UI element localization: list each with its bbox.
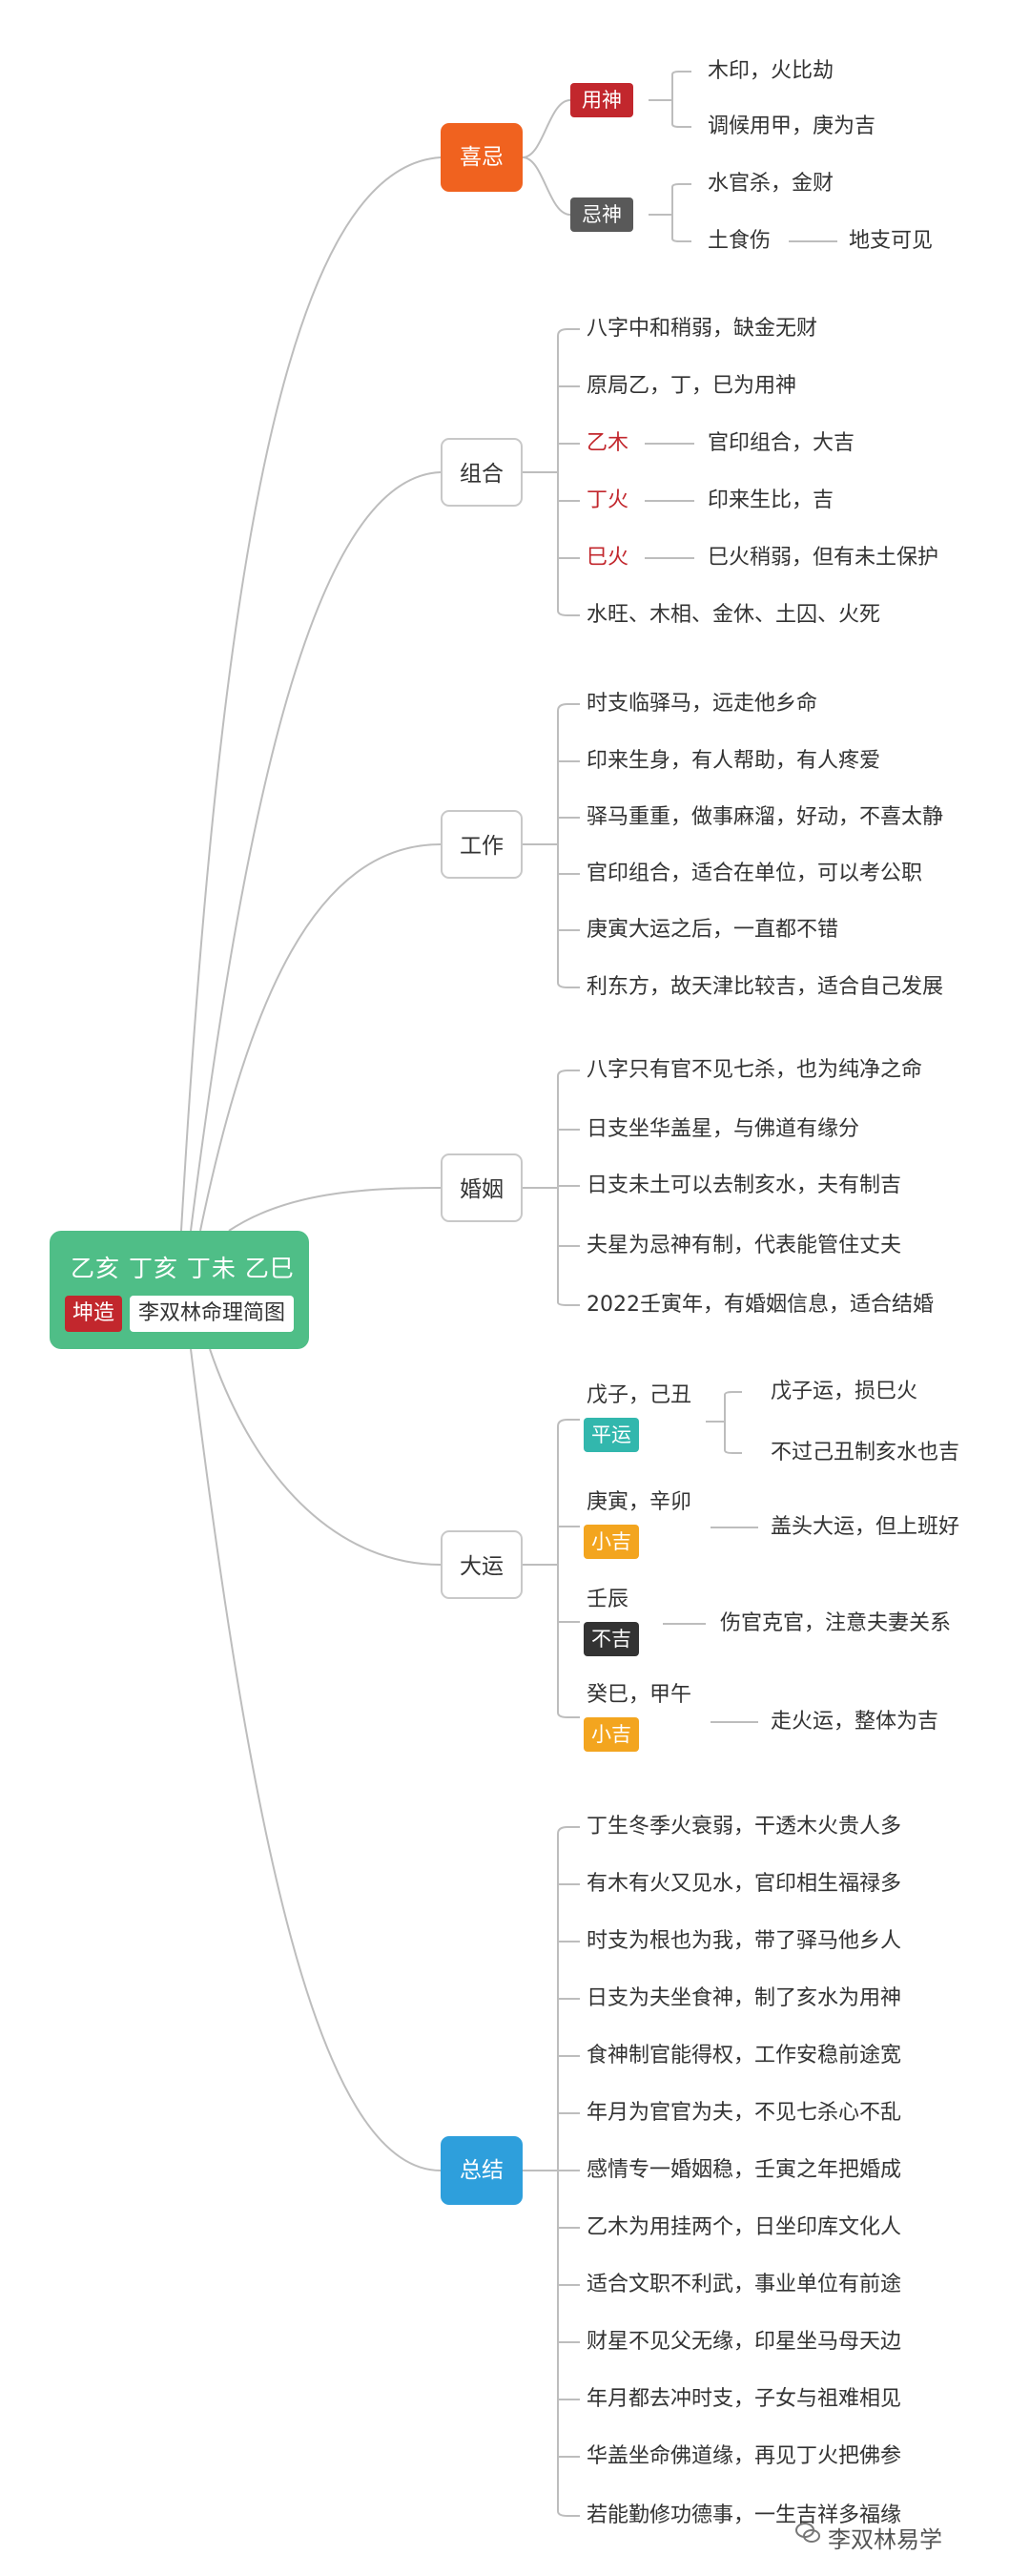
jishen-tag[interactable]: 忌神 bbox=[570, 197, 633, 232]
zuhe-pair-key-3: 巳火 bbox=[587, 546, 629, 570]
root-tag: 坤造 bbox=[65, 1296, 123, 1332]
zuhe-pair-value-1: 官印组合，大吉 bbox=[708, 431, 855, 455]
watermark-text: 李双林易学 bbox=[828, 2526, 942, 2553]
yongshen-item-2: 调候用甲，庚为吉 bbox=[708, 114, 876, 138]
zuhe-item-last: 水旺、木相、金休、土囚、火死 bbox=[587, 603, 881, 627]
zongjie-item: 年月都去冲时支，子女与祖难相见 bbox=[587, 2387, 902, 2411]
dayun-detail: 走火运，整体为吉 bbox=[771, 1710, 939, 1734]
branch-hunyin[interactable]: 婚姻 bbox=[441, 1153, 523, 1222]
zongjie-item: 财星不见父无缘，印星坐马母天边 bbox=[587, 2330, 902, 2354]
dayun-tag: 平运 bbox=[584, 1418, 639, 1452]
zuhe-pair-key-1: 乙木 bbox=[587, 431, 629, 455]
dayun-tag: 不吉 bbox=[584, 1622, 639, 1656]
zongjie-item: 食神制官能得权，工作安稳前途宽 bbox=[587, 2044, 902, 2067]
zongjie-item: 适合文职不利武，事业单位有前途 bbox=[587, 2273, 902, 2296]
hunyin-item: 日支坐华盖星，与佛道有缘分 bbox=[587, 1117, 860, 1141]
zuhe-item-1: 八字中和稍弱，缺金无财 bbox=[587, 317, 818, 341]
gongzuo-item: 庚寅大运之后，一直都不错 bbox=[587, 918, 839, 942]
zongjie-item: 时支为根也为我，带了驿马他乡人 bbox=[587, 1929, 902, 1953]
gongzuo-item: 时支临驿马，远走他乡命 bbox=[587, 692, 818, 716]
gongzuo-item: 驿马重重，做事麻溜，好动，不喜太静 bbox=[587, 805, 944, 829]
zongjie-item: 乙木为用挂两个，日坐印库文化人 bbox=[587, 2215, 902, 2239]
jishen-item-1: 水官杀，金财 bbox=[708, 172, 834, 196]
branch-zuhe[interactable]: 组合 bbox=[441, 438, 523, 507]
dayun-detail: 戊子运，损巳火 bbox=[771, 1380, 918, 1403]
branch-xiji[interactable]: 喜忌 bbox=[441, 123, 523, 192]
jishen-note: 地支可见 bbox=[849, 229, 934, 253]
zongjie-item: 华盖坐命佛道缘，再见丁火把佛参 bbox=[587, 2444, 902, 2468]
zongjie-item: 感情专一婚姻稳，壬寅之年把婚成 bbox=[587, 2158, 902, 2182]
gongzuo-item: 印来生身，有人帮助，有人疼爱 bbox=[587, 749, 881, 773]
branch-gongzuo[interactable]: 工作 bbox=[441, 810, 523, 879]
branch-zongjie[interactable]: 总结 bbox=[441, 2136, 523, 2205]
hunyin-item: 2022壬寅年，有婚姻信息，适合结婚 bbox=[587, 1293, 934, 1317]
dayun-period-name: 癸巳，甲午 bbox=[587, 1683, 692, 1707]
dayun-period-name: 戊子，己丑 bbox=[587, 1383, 692, 1407]
dayun-period-name: 庚寅，辛卯 bbox=[587, 1490, 692, 1514]
jishen-item-2: 土食伤 bbox=[708, 229, 772, 253]
root-subtitle: 李双林命理简图 bbox=[130, 1296, 295, 1332]
dayun-period-name: 壬辰 bbox=[587, 1588, 629, 1611]
yongshen-item-1: 木印，火比劫 bbox=[708, 59, 834, 83]
zongjie-item: 日支为夫坐食神，制了亥水为用神 bbox=[587, 1986, 902, 2010]
zuhe-item-2: 原局乙，丁，巳为用神 bbox=[587, 374, 797, 398]
gongzuo-item: 官印组合，适合在单位，可以考公职 bbox=[587, 862, 923, 885]
zuhe-pair-value-2: 印来生比，吉 bbox=[708, 488, 834, 512]
zuhe-pair-value-3: 巳火稍弱，但有未土保护 bbox=[708, 546, 939, 570]
yongshen-tag[interactable]: 用神 bbox=[570, 83, 633, 117]
dayun-detail: 伤官克官，注意夫妻关系 bbox=[720, 1611, 952, 1635]
gongzuo-item: 利东方，故天津比较吉，适合自己发展 bbox=[587, 975, 944, 999]
branch-dayun[interactable]: 大运 bbox=[441, 1530, 523, 1599]
hunyin-item: 八字只有官不见七杀，也为纯净之命 bbox=[587, 1058, 923, 1082]
dayun-detail: 盖头大运，但上班好 bbox=[771, 1515, 960, 1539]
root-node[interactable]: 乙亥 丁亥 丁未 乙巳 坤造 李双林命理简图 bbox=[50, 1231, 309, 1349]
zongjie-item: 有木有火又见水，官印相生福禄多 bbox=[587, 1872, 902, 1896]
dayun-detail: 不过己丑制亥水也吉 bbox=[771, 1441, 960, 1465]
dayun-tag: 小吉 bbox=[584, 1717, 639, 1752]
dayun-tag: 小吉 bbox=[584, 1525, 639, 1559]
wechat-icon bbox=[795, 2523, 820, 2543]
root-title: 乙亥 丁亥 丁未 乙巳 bbox=[71, 1255, 295, 1282]
hunyin-item: 日支未土可以去制亥水，夫有制吉 bbox=[587, 1174, 902, 1197]
zongjie-item: 丁生冬季火衰弱，干透木火贵人多 bbox=[587, 1815, 902, 1839]
zuhe-pair-key-2: 丁火 bbox=[587, 488, 629, 512]
zongjie-item: 若能勤修功德事，一生吉祥多福缘 bbox=[587, 2503, 902, 2527]
hunyin-item: 夫星为忌神有制，代表能管住丈夫 bbox=[587, 1234, 902, 1257]
zongjie-item: 年月为官官为夫，不见七杀心不乱 bbox=[587, 2101, 902, 2125]
